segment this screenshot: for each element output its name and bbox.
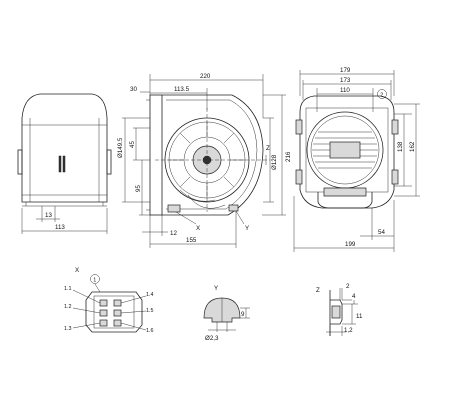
pin-1-3: 1.3 [64,326,72,332]
pin-1-6: 1.6 [146,328,154,334]
callout-1: 1 [93,278,96,284]
dim-179: 179 [340,67,351,74]
dim-45: 45 [129,141,136,148]
right-view: 2 179 173 110 138 162 54 199 [293,67,420,252]
dim-216: 216 [285,151,292,162]
marker-x: X [196,225,200,232]
dim-dia-128: Ø128 [271,154,278,170]
callout-2: 2 [380,93,383,99]
pin-1-1: 1.1 [64,286,72,292]
dim-110: 110 [340,87,350,94]
dim-9: 9 [241,311,245,318]
left-side-view: 13 113 [17,93,112,234]
dim-4: 4 [352,293,356,300]
pin-1-4: 1.4 [146,292,154,298]
dim-113-5: 113.5 [174,86,190,93]
detail-z-clip: Z 2 4 11 1,2 [316,283,363,336]
dim-173: 173 [340,77,351,84]
detail-x-connector: X 1 1.4 1.5 1.6 1.1 1.2 1.3 [64,267,154,334]
dim-12: 12 [170,230,177,237]
detail-x-label: X [75,267,79,274]
front-view: 220 30 113.5 Ø149.5 45 95 Ø128 216 Z [117,73,292,248]
dim-11: 11 [356,313,363,320]
dim-dia-149-5: Ø149.5 [117,137,124,158]
dim-2: 2 [346,283,350,290]
marker-y: Y [245,225,249,232]
dim-199: 199 [345,241,356,248]
dim-113: 113 [55,224,65,231]
detail-y-grommet: Y 9 Ø2,3 [203,285,250,342]
dim-162: 162 [409,141,416,152]
marker-z: Z [266,145,270,152]
dim-13: 13 [45,212,52,219]
dim-1-2: 1,2 [344,327,353,334]
dim-220: 220 [200,73,211,80]
dim-95: 95 [135,185,142,192]
detail-z-label: Z [316,287,320,294]
dim-155: 155 [186,237,197,244]
pin-1-5: 1.5 [146,308,154,314]
dim-138: 138 [397,141,404,152]
dim-30: 30 [130,86,137,93]
pin-1-2: 1.2 [64,304,72,310]
detail-y-label: Y [214,285,218,292]
dim-dia-2-3: Ø2,3 [205,335,219,342]
dim-54: 54 [378,229,385,236]
